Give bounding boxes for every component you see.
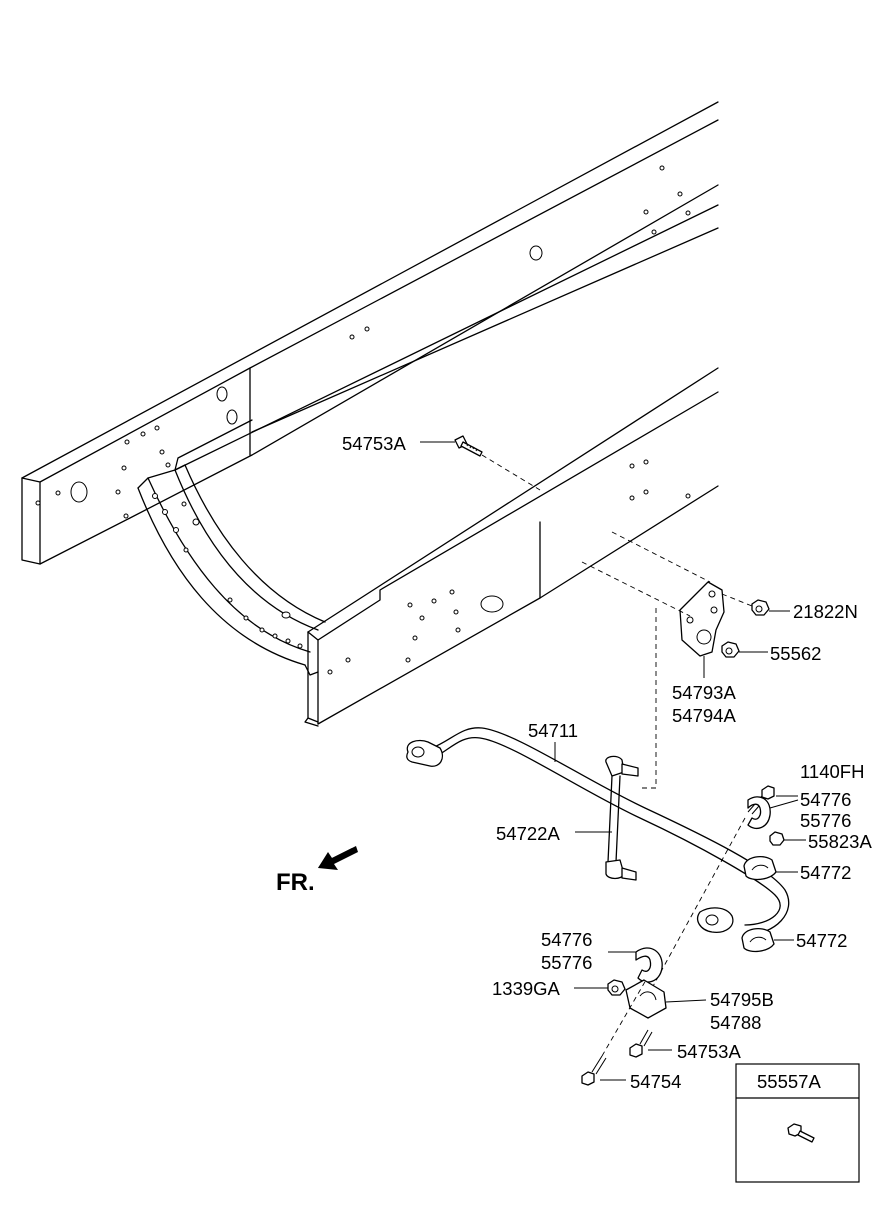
label-clamp-b-2[interactable]: 55776 xyxy=(541,952,592,973)
stabilizer-link xyxy=(605,755,639,881)
label-link[interactable]: 54722A xyxy=(496,823,560,844)
label-bolt-lower[interactable]: 54754 xyxy=(630,1071,681,1092)
inset-bolt-icon xyxy=(787,1123,815,1143)
chassis-frame xyxy=(21,101,719,727)
nut-right xyxy=(769,831,785,846)
nut-lower xyxy=(721,641,740,658)
bolt-lower-mid xyxy=(629,1029,653,1058)
label-bolt-lower-mid[interactable]: 54753A xyxy=(677,1041,741,1062)
bushing-lower xyxy=(741,927,775,953)
nut-left xyxy=(607,979,626,996)
label-clamp-b-1[interactable]: 54776 xyxy=(541,929,592,950)
label-bushing-lower[interactable]: 54772 xyxy=(796,930,847,951)
label-bracket-1[interactable]: 54793A xyxy=(672,682,736,703)
clamp-upper xyxy=(747,796,771,829)
label-bracket-2[interactable]: 54794A xyxy=(672,705,736,726)
front-direction-arrow-icon xyxy=(318,846,358,870)
label-nut-right[interactable]: 55823A xyxy=(808,831,872,852)
bolt-lower xyxy=(581,1055,607,1086)
label-bushing-upper[interactable]: 54772 xyxy=(800,862,851,883)
leader-lines xyxy=(420,441,806,1081)
stabilizer-bar xyxy=(406,727,790,936)
label-nut-left[interactable]: 1339GA xyxy=(492,978,561,999)
inset-title[interactable]: 55557A xyxy=(757,1071,821,1092)
nut-upper xyxy=(721,593,770,616)
label-stabilizer-bar[interactable]: 54711 xyxy=(528,720,578,741)
label-bracket-b-1[interactable]: 54795B xyxy=(710,989,774,1010)
inset-box: 55557A xyxy=(735,1063,860,1183)
label-bolt-top[interactable]: 54753A xyxy=(342,433,406,454)
label-clamp-a-1[interactable]: 54776 xyxy=(800,789,851,810)
label-nut-upper[interactable]: 21822N xyxy=(793,601,858,622)
label-nut-lower[interactable]: 55562 xyxy=(770,643,821,664)
bushing-upper xyxy=(743,855,777,881)
clamp-lower xyxy=(635,947,663,983)
label-bracket-b-2[interactable]: 54788 xyxy=(710,1012,761,1033)
bolt-top xyxy=(454,435,483,457)
mount-bracket xyxy=(679,581,725,657)
bushing-bracket xyxy=(625,979,667,1019)
front-direction-label: FR. xyxy=(276,869,315,896)
label-clamp-a-2[interactable]: 55776 xyxy=(800,810,851,831)
label-bolt-upper-right[interactable]: 1140FH xyxy=(800,761,864,782)
